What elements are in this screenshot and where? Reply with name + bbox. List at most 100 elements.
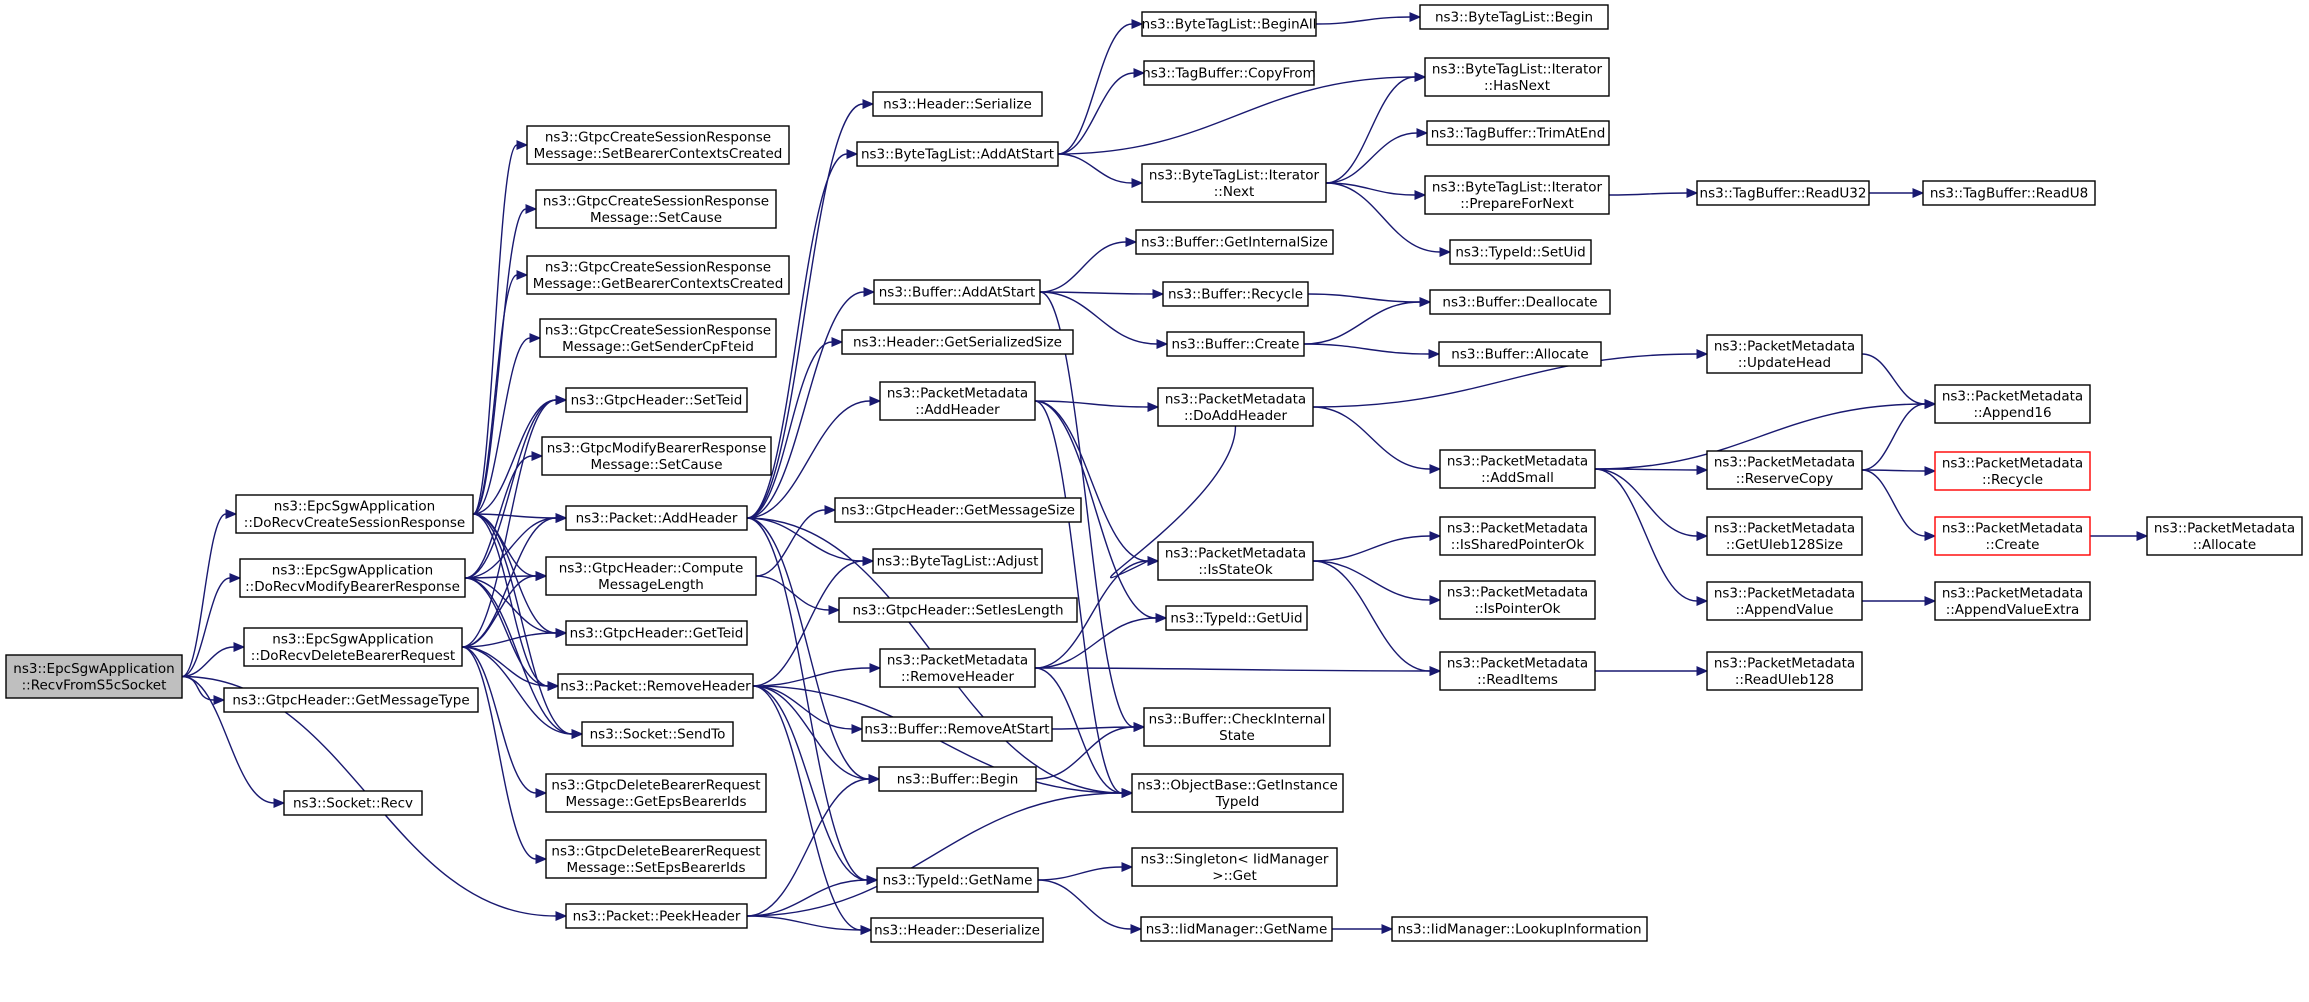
edge-arrowhead (516, 140, 529, 150)
node-setieslen[interactable]: ns3::GtpcHeader::SetIesLength (838, 597, 1078, 623)
node-pmappendvalueextra[interactable]: ns3::PacketMetadata::AppendValueExtra (1934, 581, 2091, 621)
node-sockrecv[interactable]: ns3::Socket::Recv (283, 790, 423, 816)
edge-arrowhead (1696, 596, 1709, 606)
node-bufdeallocate[interactable]: ns3::Buffer::Deallocate (1429, 289, 1611, 315)
node-pmupdatehead[interactable]: ns3::PacketMetadata::UpdateHead (1706, 334, 1863, 374)
node-label: ns3::PacketMetadata (1165, 391, 1306, 407)
node-bufallocate[interactable]: ns3::Buffer::Allocate (1438, 341, 1602, 367)
node-iidlookup[interactable]: ns3::IidManager::LookupInformation (1391, 916, 1648, 942)
node-bufcreate[interactable]: ns3::Buffer::Create (1166, 331, 1305, 357)
edge-arrowhead (1155, 613, 1168, 623)
edge-arrowhead (1133, 68, 1146, 78)
node-pmallocate[interactable]: ns3::PacketMetadata::Allocate (2146, 516, 2303, 556)
edge-line (1312, 535, 1431, 562)
node-getbearerctx[interactable]: ns3::GtpcCreateSessionResponseMessage::G… (526, 255, 790, 295)
node-btlitprepare[interactable]: ns3::ByteTagList::Iterator::PrepareForNe… (1424, 175, 1610, 215)
node-pmrecycle[interactable]: ns3::PacketMetadata::Recycle (1934, 451, 2091, 491)
node-box (1166, 331, 1305, 357)
node-tbreadu8[interactable]: ns3::TagBuffer::ReadU8 (1922, 180, 2096, 206)
edge-dodelete-to-removeheader (461, 646, 560, 691)
edge-line (746, 517, 864, 562)
node-setteid[interactable]: ns3::GtpcHeader::SetTeid (565, 387, 748, 413)
edge-arrowhead (828, 605, 841, 615)
node-getmsgtype[interactable]: ns3::GtpcHeader::GetMessageType (223, 687, 479, 713)
node-btlithasnext[interactable]: ns3::ByteTagList::Iterator::HasNext (1424, 57, 1610, 97)
edge-addheader-to-bufbegin (746, 517, 881, 784)
node-pmreaditems[interactable]: ns3::PacketMetadata::ReadItems (1439, 651, 1596, 691)
node-btlbeginall[interactable]: ns3::ByteTagList::BeginAll (1141, 11, 1317, 37)
node-domodify[interactable]: ns3::EpcSgwApplication::DoRecvModifyBear… (239, 558, 466, 598)
node-singletonget[interactable]: ns3::Singleton< IidManager>::Get (1131, 847, 1338, 887)
edge-line (1325, 182, 1416, 196)
node-btlitnext[interactable]: ns3::ByteTagList::Iterator::Next (1141, 163, 1327, 203)
node-getteid[interactable]: ns3::GtpcHeader::GetTeid (565, 620, 748, 646)
node-tidgetuid[interactable]: ns3::TypeId::GetUid (1165, 605, 1308, 631)
node-bufremoveatstart[interactable]: ns3::Buffer::RemoveAtStart (861, 716, 1053, 742)
node-pmisptr[interactable]: ns3::PacketMetadata::IsPointerOk (1439, 580, 1596, 620)
edge-tidgetname-to-iidgetname (1037, 879, 1143, 934)
node-label: ns3::ByteTagList::Iterator (1432, 179, 1603, 195)
node-docreate[interactable]: ns3::EpcSgwApplication::DoRecvCreateSess… (235, 494, 474, 534)
edge-arrowhead (1416, 128, 1429, 138)
edge-line (1861, 403, 1926, 471)
node-setcause[interactable]: ns3::GtpcCreateSessionResponseMessage::S… (535, 189, 777, 229)
node-pmaddheader[interactable]: ns3::PacketMetadata::AddHeader (879, 381, 1036, 421)
node-getmsgsize[interactable]: ns3::GtpcHeader::GetMessageSize (834, 497, 1082, 523)
edge-btlitnext-to-tidsetuid (1325, 182, 1452, 257)
node-tbreadu32[interactable]: ns3::TagBuffer::ReadU32 (1696, 180, 1870, 206)
node-sendto[interactable]: ns3::Socket::SendTo (581, 721, 734, 747)
node-bufbegin[interactable]: ns3::Buffer::Begin (878, 766, 1037, 792)
node-pmdoaddheader[interactable]: ns3::PacketMetadata::DoAddHeader (1157, 387, 1314, 427)
node-bufrecycle[interactable]: ns3::Buffer::Recycle (1162, 281, 1309, 307)
node-label: ns3::GtpcHeader::SetTeid (571, 393, 743, 409)
edge-line (1034, 560, 1149, 669)
edge-arrowhead (525, 204, 538, 214)
node-bufaddatstart[interactable]: ns3::Buffer::AddAtStart (873, 279, 1041, 305)
node-setbearerctx[interactable]: ns3::GtpcCreateSessionResponseMessage::S… (526, 125, 790, 165)
edge-btlitnext-to-btlithasnext (1325, 72, 1427, 184)
node-pmcreate[interactable]: ns3::PacketMetadata::Create (1934, 516, 2091, 556)
edge-btlbeginall-to-btlbegin (1315, 12, 1422, 25)
node-hdeserialize[interactable]: ns3::Header::Deserialize (870, 917, 1044, 943)
node-pmisstateok[interactable]: ns3::PacketMetadata::IsStateOk (1157, 541, 1314, 581)
node-modsetcause[interactable]: ns3::GtpcModifyBearerResponseMessage::Se… (541, 436, 772, 476)
node-hgetsersize[interactable]: ns3::Header::GetSerializedSize (841, 329, 1074, 355)
edge-arrowhead (1924, 531, 1937, 541)
node-tbcopyfrom[interactable]: ns3::TagBuffer::CopyFrom (1142, 60, 1316, 86)
node-pmreservecopy[interactable]: ns3::PacketMetadata::ReserveCopy (1706, 450, 1863, 490)
node-bufgetinternal[interactable]: ns3::Buffer::GetInternalSize (1135, 229, 1334, 255)
node-pmaddsmall[interactable]: ns3::PacketMetadata::AddSmall (1439, 449, 1596, 489)
node-pmissharedptr[interactable]: ns3::PacketMetadata::IsSharedPointerOk (1439, 516, 1596, 556)
node-pmappend16[interactable]: ns3::PacketMetadata::Append16 (1934, 384, 2091, 424)
edge-line (752, 685, 870, 780)
edge-line (1039, 241, 1127, 293)
node-tidsetuid[interactable]: ns3::TypeId::SetUid (1449, 239, 1592, 265)
node-peek[interactable]: ns3::Packet::PeekHeader (565, 903, 748, 929)
node-dodelete[interactable]: ns3::EpcSgwApplication::DoRecvDeleteBear… (243, 627, 463, 667)
node-iidgetname[interactable]: ns3::IidManager::GetName (1140, 916, 1333, 942)
edge-arrowhead (1419, 297, 1432, 307)
node-pmremoveheader[interactable]: ns3::PacketMetadata::RemoveHeader (879, 648, 1036, 688)
node-delgeteps[interactable]: ns3::GtpcDeleteBearerRequestMessage::Get… (545, 773, 767, 813)
node-getsendercp[interactable]: ns3::GtpcCreateSessionResponseMessage::G… (539, 318, 777, 358)
node-removeheader[interactable]: ns3::Packet::RemoveHeader (557, 673, 754, 699)
edge-arrowhead (547, 681, 560, 691)
node-pmappendvalue[interactable]: ns3::PacketMetadata::AppendValue (1706, 581, 1863, 621)
node-btladdatstart[interactable]: ns3::ByteTagList::AddAtStart (856, 141, 1059, 167)
node-pmreaduleb[interactable]: ns3::PacketMetadata::ReadUleb128 (1706, 651, 1863, 691)
node-pmgetuleb[interactable]: ns3::PacketMetadata::GetUleb128Size (1706, 516, 1863, 556)
node-btladjust[interactable]: ns3::ByteTagList::Adjust (872, 548, 1043, 574)
node-recv[interactable]: ns3::EpcSgwApplication::RecvFromS5cSocke… (5, 654, 183, 699)
node-box (1429, 289, 1611, 315)
node-tidgetname[interactable]: ns3::TypeId::GetName (876, 867, 1039, 893)
edge-domodify-to-modsetcause (464, 451, 544, 579)
node-tbtrimatend[interactable]: ns3::TagBuffer::TrimAtEnd (1426, 120, 1610, 146)
node-hserialize[interactable]: ns3::Header::Serialize (872, 91, 1043, 117)
node-box (1706, 516, 1863, 556)
node-addheader[interactable]: ns3::Packet::AddHeader (565, 505, 748, 531)
node-btlbegin[interactable]: ns3::ByteTagList::Begin (1419, 4, 1609, 30)
node-delseteps[interactable]: ns3::GtpcDeleteBearerRequestMessage::Set… (545, 839, 767, 879)
